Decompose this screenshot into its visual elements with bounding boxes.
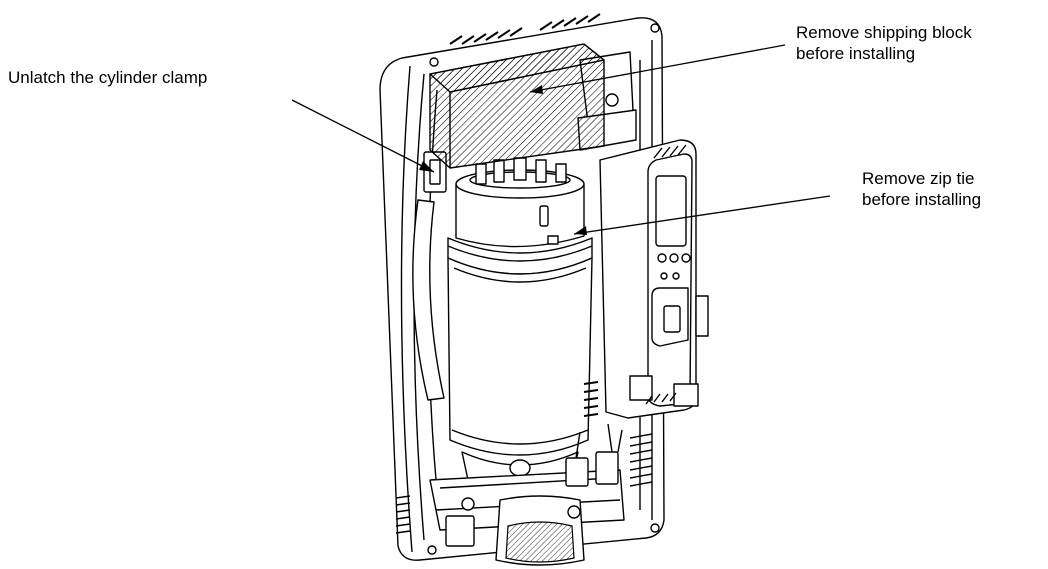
leader-zip-tie [573,195,831,235]
drain-hose [412,199,445,401]
panel-button-1 [657,253,667,263]
callout-clamp-text: Unlatch the cylinder clamp [8,68,208,87]
leader-shipping-block [529,44,786,93]
lower-connectors [565,423,623,487]
leader-clamp [291,99,435,173]
drain-hatch [505,521,575,563]
lower-right-vents [629,433,653,487]
callout-remove-shipping-block: Remove shipping block before installing [796,22,972,64]
callout-remove-zip-tie: Remove zip tie before installing [862,168,981,210]
panel-button-3 [681,253,691,263]
callout-ziptie-line2: before installing [862,190,982,209]
panel-button-2 [669,253,679,263]
panel-top-vents [653,144,687,159]
cap-fittings [475,157,567,185]
display-screen [655,175,687,247]
callout-shipping-line2: before installing [796,44,916,63]
power-switch [663,305,681,333]
steam-cylinder [447,257,593,456]
callout-ziptie-line1: Remove zip tie [862,169,975,188]
left-frame [400,65,413,553]
callout-shipping-line1: Remove shipping block [796,23,972,42]
callout-unlatch-clamp: Unlatch the cylinder clamp [8,67,207,88]
top-grille [449,13,601,45]
left-vents [395,495,411,534]
panel-bottom-vents [645,392,677,405]
shipping-block [429,43,605,169]
